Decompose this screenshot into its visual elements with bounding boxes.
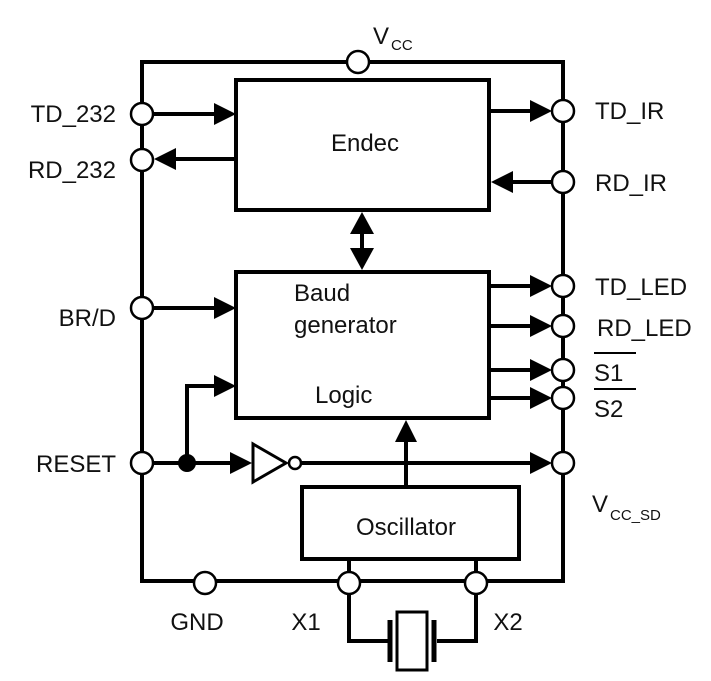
td-ir-label: TD_IR xyxy=(595,98,664,125)
x1-pin xyxy=(336,570,362,596)
td-232-label: TD_232 xyxy=(31,101,116,128)
rd-232-label: RD_232 xyxy=(28,157,116,184)
td-led-label: TD_LED xyxy=(595,274,687,301)
rd-led-arrow xyxy=(489,315,552,337)
rd-led-pin xyxy=(550,313,576,339)
vcc-sd-label: V xyxy=(592,491,608,518)
vcc-sd-pin xyxy=(550,450,576,476)
td-ir-arrow xyxy=(489,100,552,122)
gnd-pin xyxy=(192,570,218,596)
oscillator-block xyxy=(300,485,521,561)
s1-arrow xyxy=(489,359,552,381)
vcc-sd-arrow xyxy=(301,452,552,474)
rd-ir-arrow xyxy=(491,171,552,193)
brd-arrow xyxy=(152,297,236,319)
td-led-arrow xyxy=(489,275,552,297)
s1-label: S1 xyxy=(594,360,623,387)
reset-to-logic-arrow xyxy=(185,375,236,463)
s2-label: S2 xyxy=(594,396,623,423)
reset-label: RESET xyxy=(36,451,116,478)
vcc-sub-label: CC xyxy=(391,37,413,54)
td-232-pin xyxy=(129,101,155,127)
vcc-label: V xyxy=(373,23,389,50)
rd-ir-pin xyxy=(550,169,576,195)
vcc-pin xyxy=(345,49,371,75)
oscillator-to-logic-arrow xyxy=(395,420,417,487)
reset-pin xyxy=(129,450,155,476)
br-d-pin xyxy=(129,295,155,321)
vcc-sd-sub-label: CC_SD xyxy=(610,507,661,524)
oscillator-label: Oscillator xyxy=(356,514,456,541)
endec-label: Endec xyxy=(331,130,399,157)
td-ir-pin xyxy=(550,98,576,124)
rd232-arrow xyxy=(154,148,236,170)
baud-logic-block xyxy=(234,270,491,420)
s2-arrow xyxy=(489,387,552,409)
inverter-icon xyxy=(251,441,303,485)
td-led-pin xyxy=(550,273,576,299)
x2-pin xyxy=(463,570,489,596)
x1-label: X1 xyxy=(291,609,320,636)
td232-arrow xyxy=(152,103,236,125)
generator-label: generator xyxy=(294,312,397,339)
rd-232-pin xyxy=(129,147,155,173)
s2-pin xyxy=(550,385,576,411)
endec-baud-bidirectional-arrow xyxy=(350,212,374,270)
br-d-label: BR/D xyxy=(59,305,116,332)
rd-led-label: RD_LED xyxy=(597,315,692,342)
baud-label: Baud xyxy=(294,280,350,307)
rd-ir-label: RD_IR xyxy=(595,170,667,197)
x2-label: X2 xyxy=(493,609,522,636)
s1-pin xyxy=(550,357,576,383)
crystal-icon xyxy=(387,610,437,672)
logic-label: Logic xyxy=(315,382,372,409)
endec-block xyxy=(234,78,491,212)
reset-line xyxy=(152,452,252,474)
gnd-label: GND xyxy=(170,609,223,636)
